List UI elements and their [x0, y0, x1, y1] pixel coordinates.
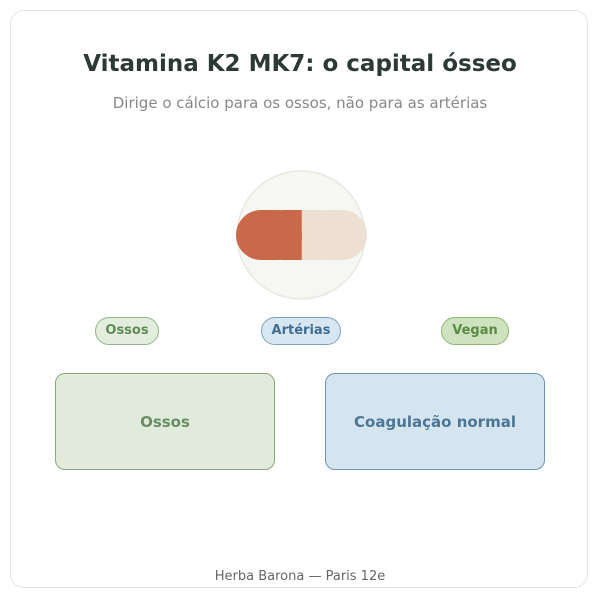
benefit-box-ossos-label: Ossos: [140, 412, 190, 431]
capsule-right-half-cover: [301, 210, 321, 260]
page-title: Vitamina K2 MK7: o capital ósseo: [83, 51, 517, 77]
benefit-box-coagulacao: Coagulação normal: [325, 373, 545, 470]
capsule-illustration: [235, 169, 367, 301]
tag-vegan: Vegan: [441, 317, 509, 345]
page-subtitle: Dirige o cálcio para os ossos, não para …: [112, 94, 488, 112]
capsule-left-half-cover: [281, 210, 301, 260]
benefit-box-coagulacao-label: Coagulação normal: [354, 412, 516, 431]
capsule-icon: [236, 170, 367, 300]
footer-text: Herba Barona — Paris 12e: [214, 569, 386, 584]
infographic-card: Vitamina K2 MK7: o capital ósseo Dirige …: [10, 10, 588, 588]
tag-ossos: Ossos: [95, 317, 159, 345]
tag-arterias: Artérias: [261, 317, 341, 345]
benefit-box-ossos: Ossos: [55, 373, 275, 470]
